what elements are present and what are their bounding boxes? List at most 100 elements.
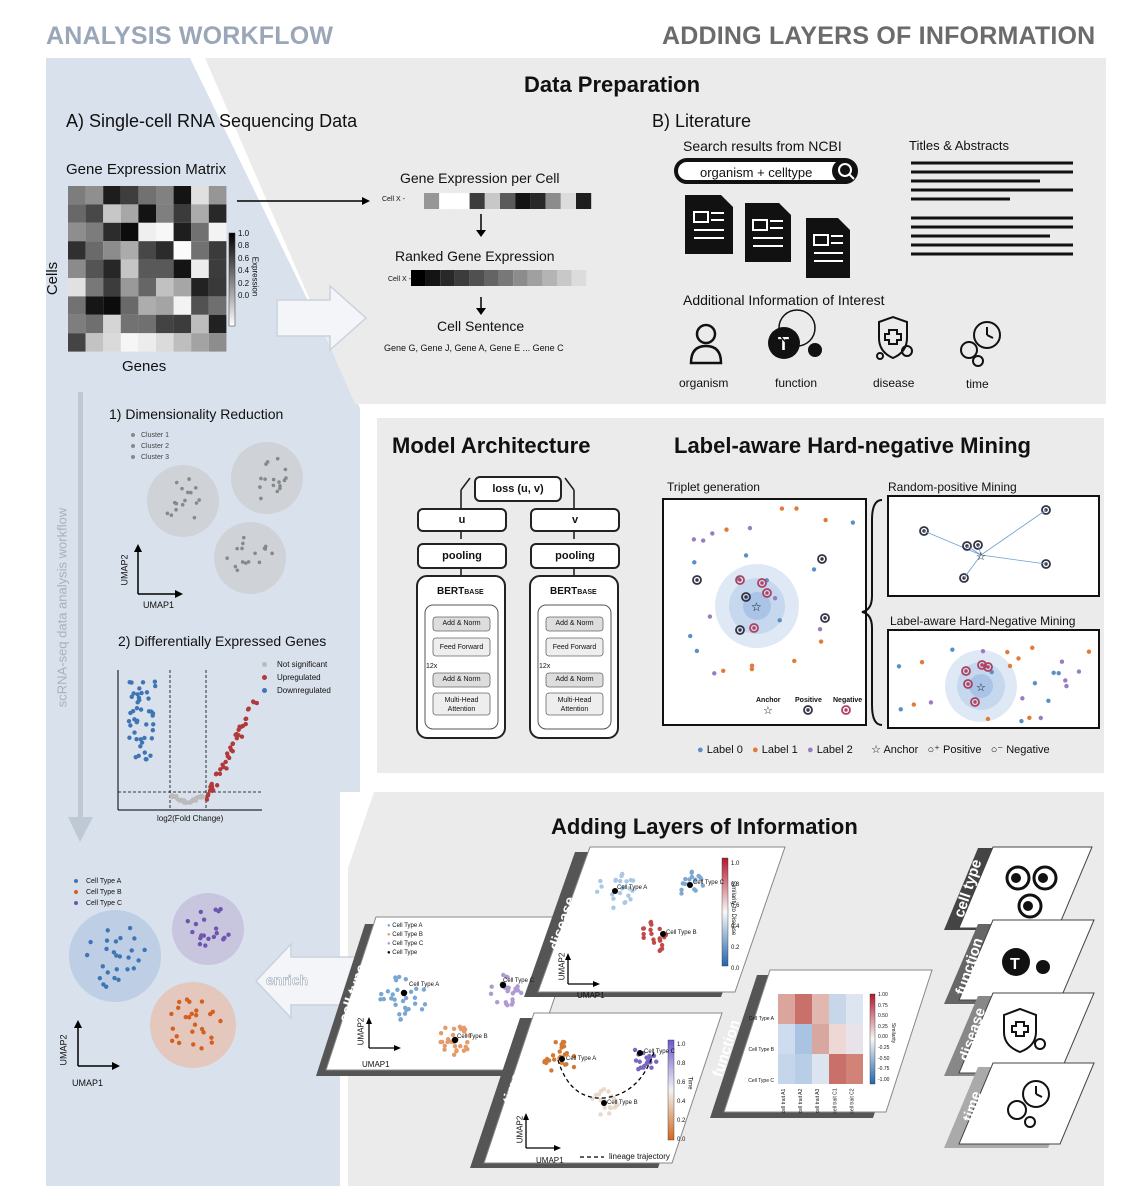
matrix-cell (173, 186, 192, 205)
cell-type-a-point (84, 952, 90, 958)
matrix-cell (191, 296, 209, 315)
time-point (598, 1112, 603, 1117)
upregulated-point (237, 724, 242, 729)
cell-type-b-point (187, 999, 192, 1004)
downregulated-point (133, 754, 138, 760)
upregulated-point (254, 700, 260, 706)
label-point (777, 618, 782, 623)
lineage-label: lineage trajectory (609, 1152, 670, 1161)
time-point (561, 1044, 567, 1049)
centroid-point (612, 888, 618, 894)
matrix-cell (138, 278, 156, 297)
matrix-cell (191, 259, 209, 278)
matrix-cell (173, 314, 192, 334)
disease-point (648, 927, 653, 933)
label-point (721, 668, 726, 673)
cluster-point (246, 560, 251, 564)
icon-label-time: time (966, 377, 989, 391)
sample-marker (692, 575, 702, 585)
label-point (772, 596, 778, 601)
label-point (747, 525, 753, 531)
ct-legend: ● Cell Type A ● Cell Type B ● Cell Type … (387, 923, 424, 956)
matrix-cell (208, 241, 227, 260)
time-point (553, 1040, 558, 1045)
label-point (1019, 718, 1024, 724)
ranked-expression-row (411, 270, 587, 286)
time-point (608, 1105, 614, 1111)
sample-marker (841, 705, 851, 715)
layer-cell-type-a-point (392, 997, 397, 1002)
layer-cell-type-c-point (488, 991, 494, 997)
label-point (1046, 698, 1051, 704)
cluster-point (271, 483, 276, 488)
matrix-cell (138, 259, 156, 278)
matrix-cell (173, 222, 192, 242)
disease-point (620, 886, 625, 891)
layer-cell-type-b-point (458, 1043, 463, 1049)
cluster-point (225, 556, 229, 560)
disease-point (641, 931, 646, 937)
matrix-cell (156, 278, 174, 297)
upregulated-point (206, 792, 211, 797)
layer-cell-type-a-point (403, 977, 408, 982)
cell-type-b-point (210, 1009, 215, 1014)
label-point (1063, 678, 1068, 683)
layer-cell-type-b-point (461, 1025, 467, 1031)
cluster-point (263, 547, 268, 551)
upregulated-point (214, 783, 220, 788)
layer-cell-type-b-point (442, 1043, 447, 1049)
label-point (1086, 649, 1092, 654)
downregulated-point (150, 711, 156, 716)
dim-red-title: 1) Dimensionality Reduction (109, 406, 284, 422)
ranked-cell (571, 270, 587, 286)
matrix-cell (173, 259, 192, 278)
document-icon (745, 203, 791, 262)
downregulated-point (131, 691, 136, 696)
umap1-label-1: UMAP1 (143, 600, 175, 610)
label-point (1005, 649, 1010, 655)
cluster-point (257, 560, 262, 565)
label-point (688, 633, 693, 639)
downregulated-point (150, 728, 156, 733)
label-point (950, 647, 955, 652)
ranked-cell (469, 270, 484, 286)
cell-type-a-point (100, 964, 106, 969)
downregulated-point (126, 718, 132, 724)
bert-label-u: BERTBASE (437, 586, 484, 597)
cluster-point (183, 498, 187, 503)
layer-cell-type-b-point (451, 1052, 457, 1058)
search-icon[interactable] (832, 159, 856, 183)
layer-cell-type-a-point (393, 1002, 398, 1007)
layer-cell-type-a-point (397, 1012, 402, 1017)
layer-cell-type-b-point (465, 1039, 470, 1045)
cluster-point (258, 485, 262, 489)
ranked-cell (411, 270, 426, 286)
sc-data-title: A) Single-cell RNA Sequencing Data (66, 111, 358, 131)
ranked-title: Ranked Gene Expression (395, 248, 555, 264)
layer-cell-type-c-point (519, 990, 524, 996)
layer-cell-type-b-point (461, 1048, 467, 1053)
time-point (606, 1089, 611, 1094)
layer-cell-type-b-point (452, 1043, 458, 1049)
label-point (1064, 683, 1069, 689)
matrix-cell (68, 333, 86, 352)
heatmap-col-label-2: cell trait A3 (815, 1088, 822, 1114)
cell-type-b-point (199, 1026, 205, 1032)
cell-type-a-point (112, 975, 117, 981)
cell-type-c-point (213, 926, 219, 931)
ncbi-search-input[interactable]: organism + celltype (674, 158, 858, 184)
cluster-point (277, 480, 281, 484)
bert-label-v: BERTBASE (550, 586, 597, 597)
cluster-point (193, 485, 198, 490)
cluster-point (194, 501, 199, 505)
sample-marker (817, 554, 827, 564)
cluster-point (235, 568, 240, 573)
time-point-a: Cell Type A (566, 1056, 597, 1062)
layer-cell-type-a-point (385, 989, 391, 994)
label-point (911, 702, 917, 707)
cluster-point (165, 511, 170, 516)
downregulated-point (132, 717, 137, 722)
